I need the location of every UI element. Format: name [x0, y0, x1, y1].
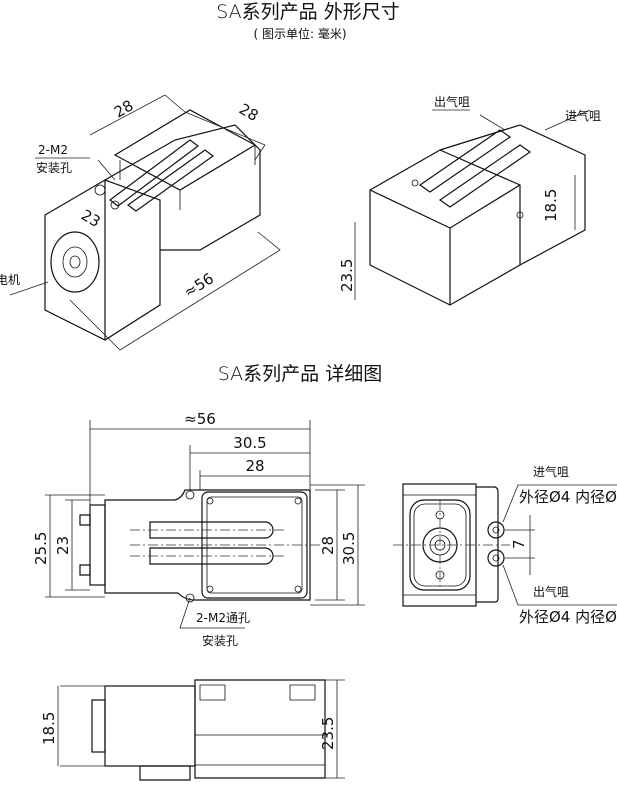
top-dim-right-28: 28 [319, 536, 337, 555]
isometric-view-left [9, 94, 281, 351]
top-dim-30-5: 30.5 [233, 434, 266, 452]
motor-label: 电机 [0, 273, 20, 287]
top-dim-left-23: 23 [54, 536, 72, 555]
iso-dim-height-b: 23.5 [338, 259, 356, 292]
end-outlet-label: 出气咀 [533, 584, 569, 599]
iso-outlet-label: 出气咀 [434, 94, 470, 109]
top-dim-28: 28 [245, 457, 264, 475]
page-title: SA系列产品 外形尺寸 [216, 1, 399, 23]
top-dim-left-25-5: 25.5 [32, 532, 50, 565]
side-view [57, 679, 345, 781]
end-outlet-spec: 外径Ø4 内径Ø2 [519, 608, 617, 626]
end-inlet-label: 进气咀 [533, 464, 569, 479]
side-dim-right: 23.5 [319, 717, 337, 750]
page-subtitle: ( 图示单位: 毫米) [253, 26, 346, 41]
mount-hole-spec: 2-M2 [38, 143, 68, 157]
top-view [45, 420, 365, 629]
top-dim-total: ≈56 [184, 410, 216, 428]
iso-dim-length-a: 28 [111, 96, 137, 121]
top-hole-label: 安装孔 [202, 633, 238, 648]
iso-inlet-label: 进气咀 [565, 108, 601, 123]
mount-hole-label: 安装孔 [36, 160, 72, 175]
end-dim-spacing: 7 [510, 539, 528, 549]
iso-dim-total: ≈56 [181, 269, 217, 301]
end-view [393, 483, 617, 607]
isometric-view-right [354, 109, 591, 306]
iso-dim-height-a: 18.5 [542, 189, 560, 222]
iso-dim-length-b: 28 [236, 100, 262, 125]
top-dim-right-30-5: 30.5 [340, 532, 358, 565]
side-dim-left: 18.5 [40, 712, 58, 745]
detail-title: SA系列产品 详细图 [218, 363, 382, 385]
top-hole-spec: 2-M2通孔 [196, 611, 250, 625]
iso-dim-width: 23 [78, 206, 104, 231]
end-inlet-spec: 外径Ø4 内径Ø2 [519, 488, 617, 506]
